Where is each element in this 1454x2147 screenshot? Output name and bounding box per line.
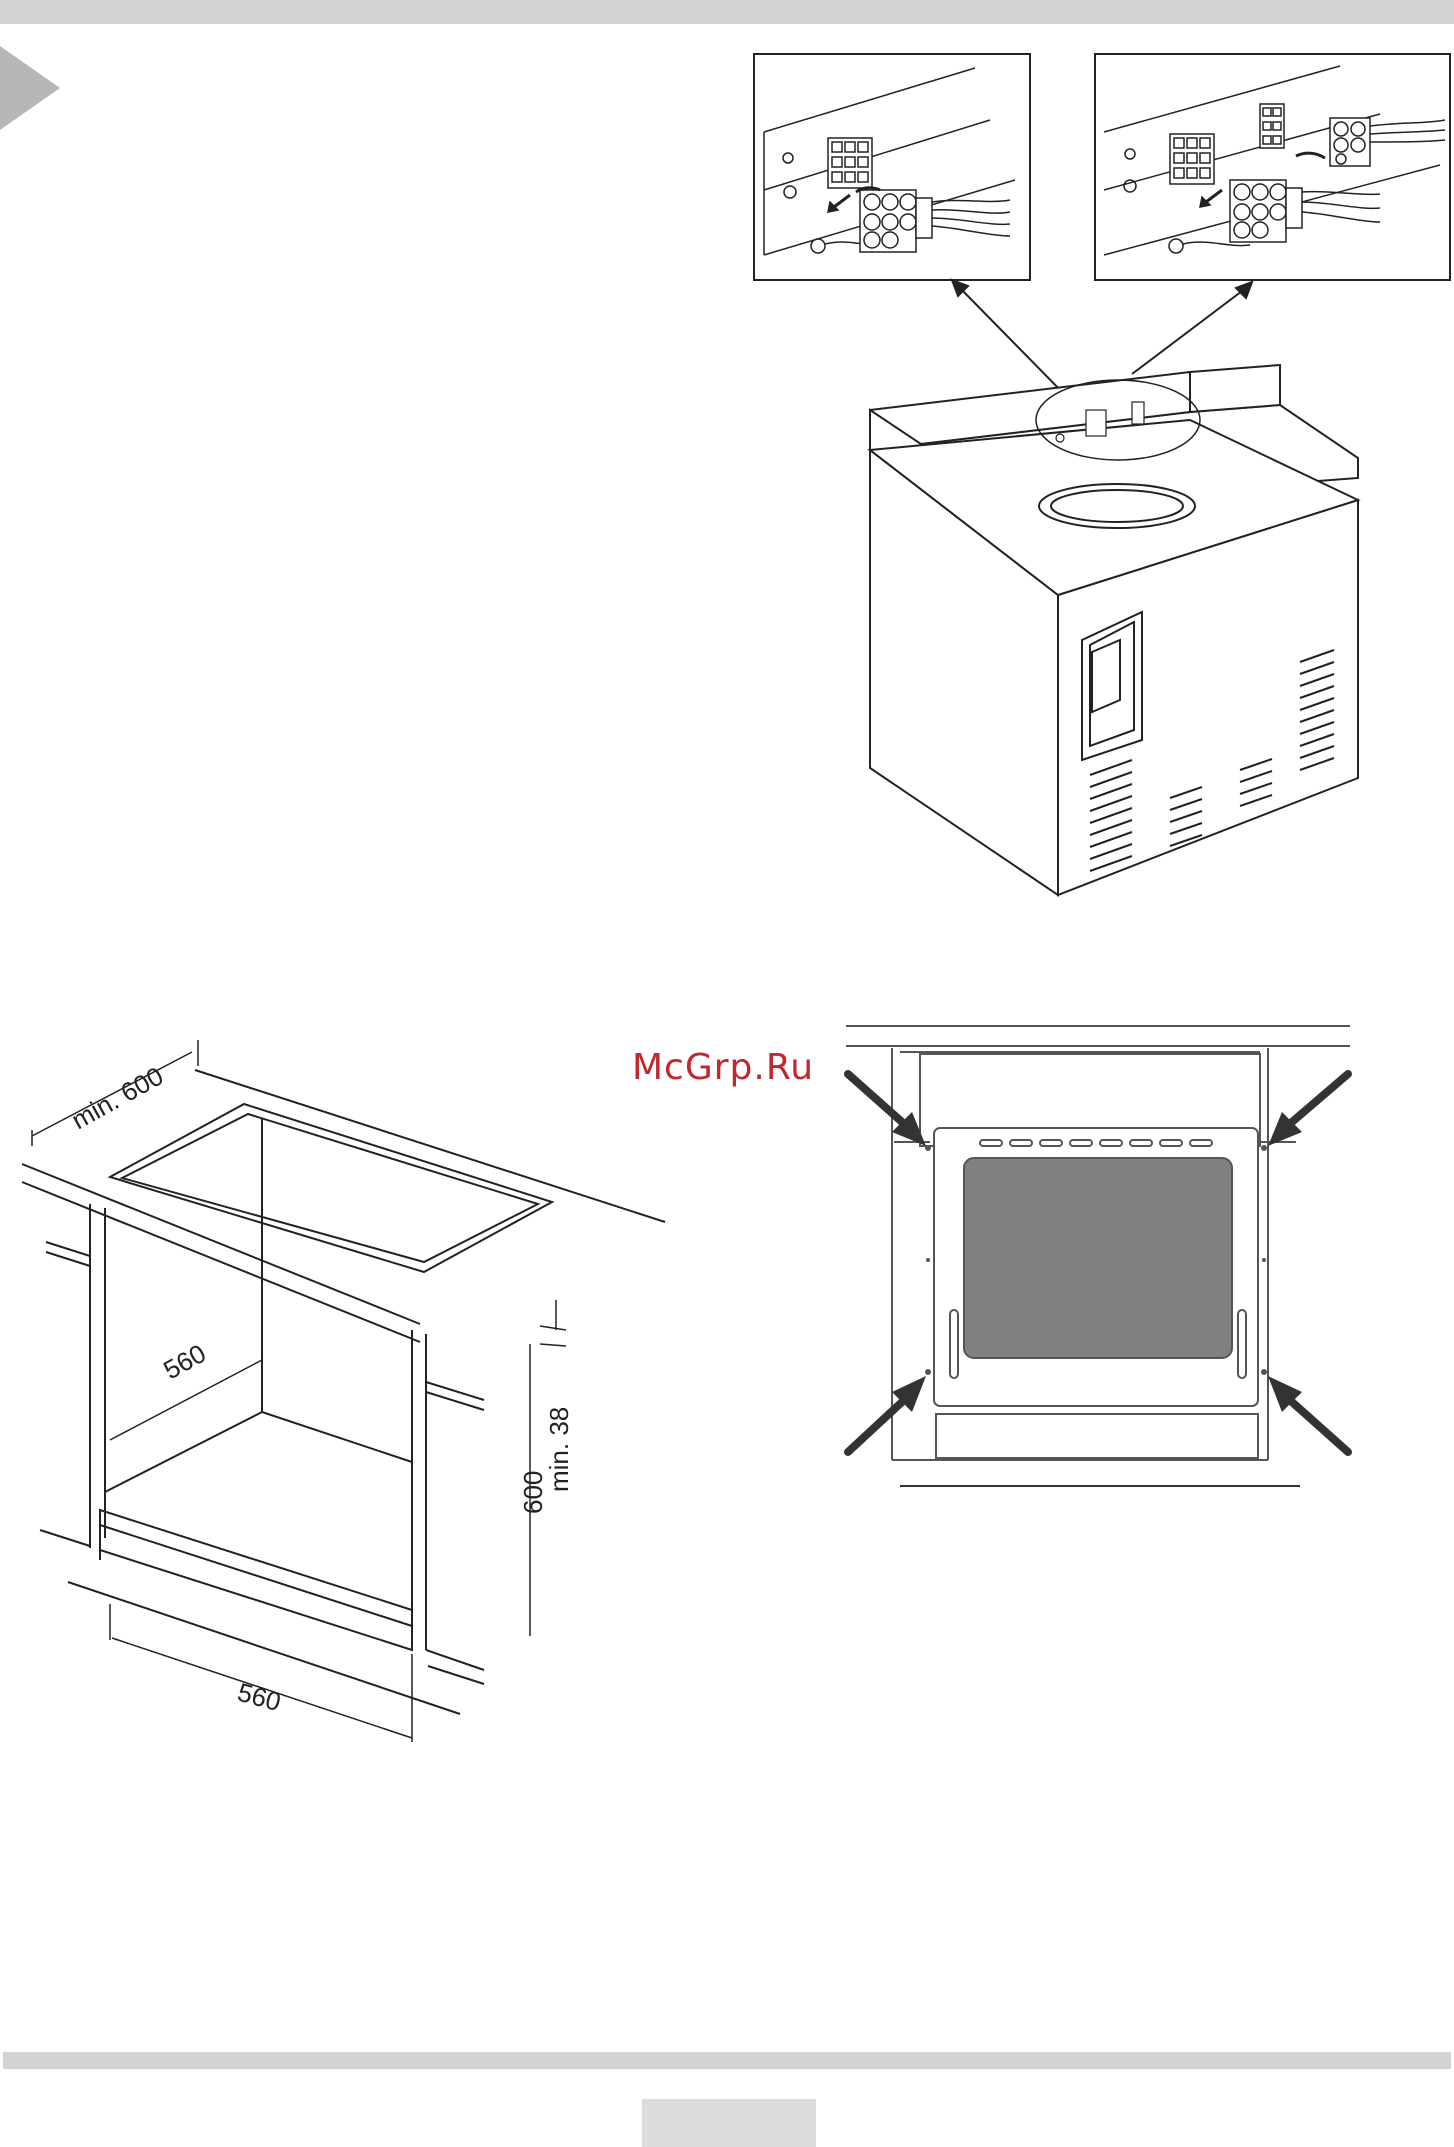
oven-front-fixing-figure	[840, 1020, 1360, 1530]
bottom-band	[3, 2052, 1451, 2069]
oven-wiring-figure	[740, 40, 1454, 910]
width-label: 560	[234, 1677, 284, 1717]
depth-label: min. 600	[66, 1061, 168, 1136]
gap-label: min. 38	[544, 1407, 574, 1492]
inner-depth-label: 560	[158, 1338, 210, 1385]
oven-window-icon	[964, 1158, 1232, 1358]
connector-block-icon	[828, 138, 872, 188]
connector-detail-b	[1095, 54, 1450, 280]
connector-block-icon	[1260, 104, 1284, 148]
watermark-text: McGrp.Ru	[632, 1047, 814, 1088]
page-number-box	[642, 2099, 816, 2147]
section-marker-icon	[0, 46, 60, 130]
dimension-lines	[32, 1040, 566, 1742]
cabinet-niche-figure: min. 600 560 560 600 min. 38	[0, 1030, 700, 1770]
connector-block-icon	[1170, 134, 1214, 184]
top-band	[0, 0, 1454, 24]
